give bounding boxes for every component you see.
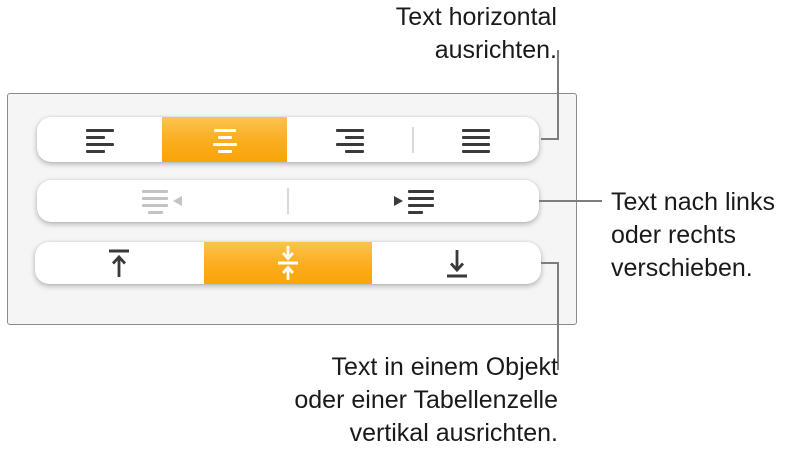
annotation-line: oder einer Tabellenzelle xyxy=(294,386,558,414)
annotation-line: oder rechts xyxy=(611,221,737,249)
callout-line-indent xyxy=(539,200,602,202)
horizontal-alignment-segmented-control xyxy=(37,117,539,162)
callout-line-vertical-alignment xyxy=(541,262,559,370)
indent-decrease-icon xyxy=(141,190,182,214)
align-bottom-icon xyxy=(446,249,467,277)
annotation-line: ausrichten. xyxy=(434,36,557,64)
annotation-line: verschieben. xyxy=(611,254,753,282)
align-top-icon xyxy=(109,249,130,277)
annotation-line: vertikal ausrichten. xyxy=(349,419,558,447)
align-right-icon xyxy=(335,128,364,153)
annotation-line: Text nach links xyxy=(611,188,775,216)
alignment-panel xyxy=(7,93,577,325)
callout-line-horizontal-alignment xyxy=(541,50,559,140)
annotation-line: Text horizontal xyxy=(395,3,557,31)
align-middle-icon xyxy=(278,246,298,280)
valign-top-button[interactable] xyxy=(35,242,204,284)
align-justify-icon xyxy=(462,128,491,153)
annotation-indent: Text nach links oder rechts verschieben. xyxy=(611,186,775,285)
annotation-vertical-alignment: Text in einem Objekt oder einer Tabellen… xyxy=(294,351,558,450)
align-center-button[interactable] xyxy=(162,117,288,162)
align-right-button[interactable] xyxy=(287,117,412,162)
align-left-button[interactable] xyxy=(37,117,162,162)
annotation-line: Text in einem Objekt xyxy=(331,353,559,381)
valign-middle-button[interactable] xyxy=(203,242,373,284)
indent-decrease-button[interactable] xyxy=(37,180,287,222)
segment-divider xyxy=(287,188,289,214)
indent-increase-button[interactable] xyxy=(289,180,539,222)
vertical-alignment-segmented-control xyxy=(35,242,541,284)
annotation-horizontal-alignment: Text horizontal ausrichten. xyxy=(396,1,557,67)
valign-bottom-button[interactable] xyxy=(372,242,541,284)
indent-segmented-control xyxy=(37,180,539,222)
segment-divider xyxy=(412,126,414,153)
align-center-icon xyxy=(212,128,237,153)
align-justify-button[interactable] xyxy=(414,117,539,162)
align-left-icon xyxy=(85,128,114,153)
indent-increase-icon xyxy=(394,190,435,214)
